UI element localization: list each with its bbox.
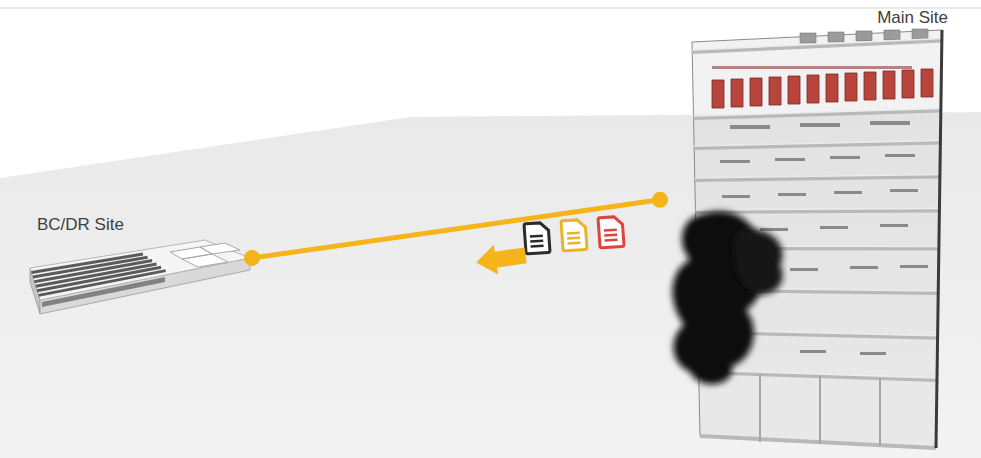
replication-line <box>252 200 660 258</box>
top-rule <box>0 8 981 9</box>
building-roof-plan <box>30 240 250 300</box>
document-lines <box>567 233 581 244</box>
connector-end <box>244 250 260 266</box>
server-racks-red <box>712 69 933 108</box>
document-icon <box>598 216 624 248</box>
smoke-puff <box>734 229 783 294</box>
document-icon <box>524 222 550 254</box>
building-rooms <box>170 243 240 267</box>
site-node: Main Site <box>660 8 950 448</box>
connector-end <box>652 192 668 208</box>
document-outline <box>524 222 550 254</box>
server-rack-rows <box>31 254 165 295</box>
site-label: BC/DR Site <box>37 215 252 235</box>
flow-arrow <box>474 240 528 277</box>
site-node: BC/DR Site <box>30 212 252 332</box>
rack-front-band <box>42 277 165 307</box>
site-label: Main Site <box>660 8 948 28</box>
ground-floor-partitions <box>760 374 880 446</box>
document-outline <box>598 216 624 248</box>
rack-row-back <box>712 66 912 69</box>
document-lines <box>604 230 618 241</box>
document-icon <box>561 219 587 251</box>
tower-edge <box>936 30 942 448</box>
replication-link <box>244 192 668 277</box>
document-outline <box>561 219 587 251</box>
document-lines <box>530 236 544 247</box>
